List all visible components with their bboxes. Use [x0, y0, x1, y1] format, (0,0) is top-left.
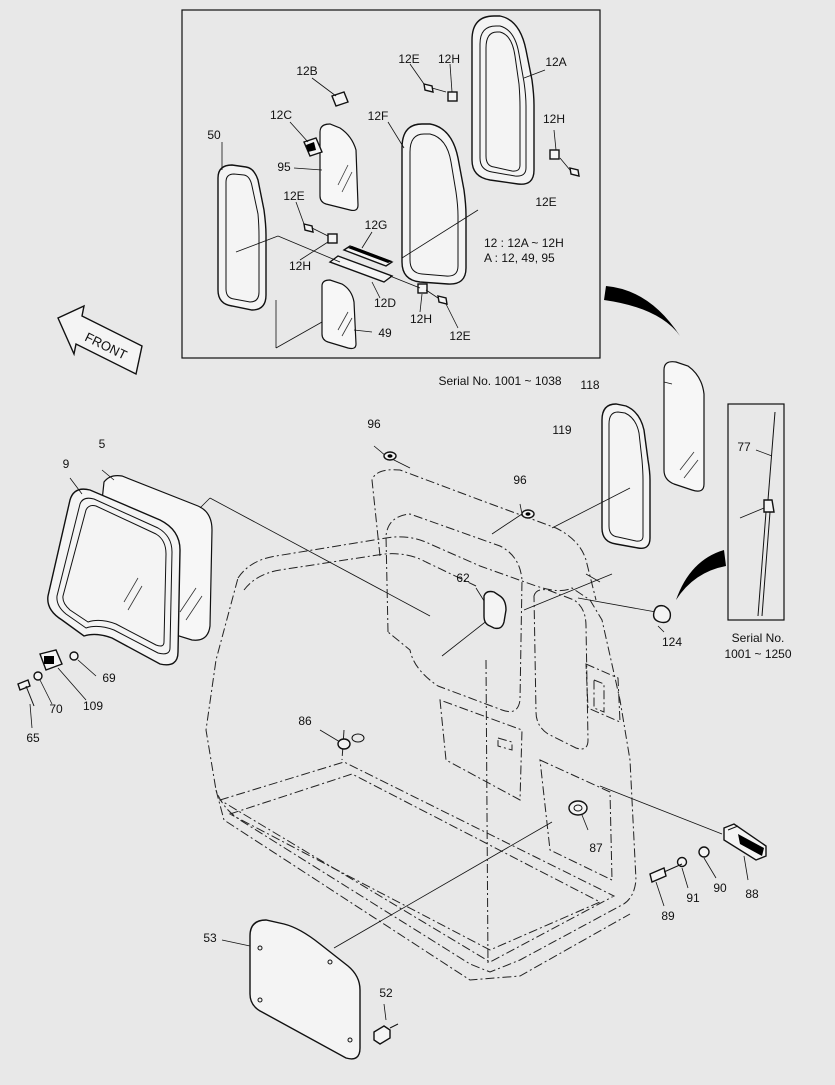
label-124: 124 [662, 635, 682, 649]
leader-9 [69, 477, 83, 495]
label-90: 90 [713, 881, 727, 895]
part-96-top-grommet [383, 451, 397, 461]
label-69: 69 [102, 671, 116, 685]
part-87-ring [568, 800, 588, 816]
serial-note-2b: 1001 ~ 1250 [724, 647, 791, 661]
label-53: 53 [203, 931, 217, 945]
part-124-cap [652, 604, 672, 624]
label-86: 86 [298, 714, 312, 728]
part-95-glass [319, 123, 359, 212]
part-109-latch [17, 649, 97, 729]
part-9-frame [47, 488, 181, 666]
label-118: 118 [580, 378, 599, 392]
box-leaders [221, 63, 557, 349]
label-12G: 12G [365, 218, 388, 232]
box-hardware [303, 83, 580, 305]
curved-arrow-top [604, 286, 680, 336]
label-5: 5 [99, 437, 106, 451]
label-12B: 12B [296, 64, 317, 78]
part-12A-frame [471, 15, 535, 185]
label-12H-top: 12H [438, 52, 460, 66]
label-12E-right: 12E [535, 195, 556, 209]
part-86-grommet [337, 733, 365, 750]
label-70: 70 [49, 702, 63, 716]
label-12D: 12D [374, 296, 396, 310]
leader-5 [101, 469, 115, 481]
label-12H-right: 12H [543, 112, 565, 126]
part-118-glass [663, 361, 705, 492]
label-91: 91 [686, 891, 700, 905]
label-96-right: 96 [513, 473, 527, 487]
label-12A: 12A [545, 55, 566, 69]
label-77: 77 [737, 440, 751, 454]
cab-outline [205, 469, 637, 981]
label-65: 65 [26, 731, 40, 745]
kit-note-line2: A : 12, 49, 95 [484, 251, 555, 265]
part-119-frame [601, 403, 651, 549]
label-96-top: 96 [367, 417, 381, 431]
kit-note-line1: 12 : 12A ~ 12H [484, 236, 564, 250]
label-50: 50 [207, 128, 221, 142]
label-12C: 12C [270, 108, 292, 122]
label-52: 52 [379, 986, 393, 1000]
part-49-glass [321, 279, 357, 350]
label-12H-left: 12H [289, 259, 311, 273]
label-12F: 12F [368, 109, 389, 123]
part-12C-latch [303, 137, 323, 157]
label-12E-left: 12E [283, 189, 304, 203]
part-77-antenna [739, 411, 776, 617]
part-12G-strip [342, 245, 394, 267]
front-direction-arrow-icon: FRONT [57, 304, 143, 376]
part-53-panel [249, 919, 361, 1060]
label-12E-top: 12E [398, 52, 419, 66]
part-50-frame [217, 164, 267, 311]
part-12D-strip [328, 255, 394, 283]
serial-note-1: Serial No. 1001 ~ 1038 [438, 374, 561, 388]
fastener-89-91-90 [649, 846, 749, 907]
label-12E-bottom: 12E [449, 329, 470, 343]
curved-arrow-right [676, 550, 726, 600]
label-9: 9 [63, 457, 70, 471]
label-62: 62 [456, 571, 470, 585]
part-12B-clip [331, 91, 349, 107]
cab-leaders [221, 381, 723, 1021]
label-109: 109 [83, 699, 103, 713]
antenna-box [727, 403, 785, 621]
part-62-pad [483, 590, 507, 630]
part-96-right-grommet [521, 509, 535, 519]
label-87: 87 [589, 841, 603, 855]
part-52-bolt [373, 1023, 399, 1045]
label-95: 95 [277, 160, 291, 174]
part-12F-frame [401, 123, 467, 285]
part-88-handle [723, 823, 767, 861]
label-12H-bottom: 12H [410, 312, 432, 326]
serial-note-2a: Serial No. [732, 631, 785, 645]
label-49: 49 [378, 326, 392, 340]
detail-box [181, 9, 601, 359]
label-119: 119 [552, 423, 571, 437]
label-88: 88 [745, 887, 759, 901]
label-89: 89 [661, 909, 675, 923]
